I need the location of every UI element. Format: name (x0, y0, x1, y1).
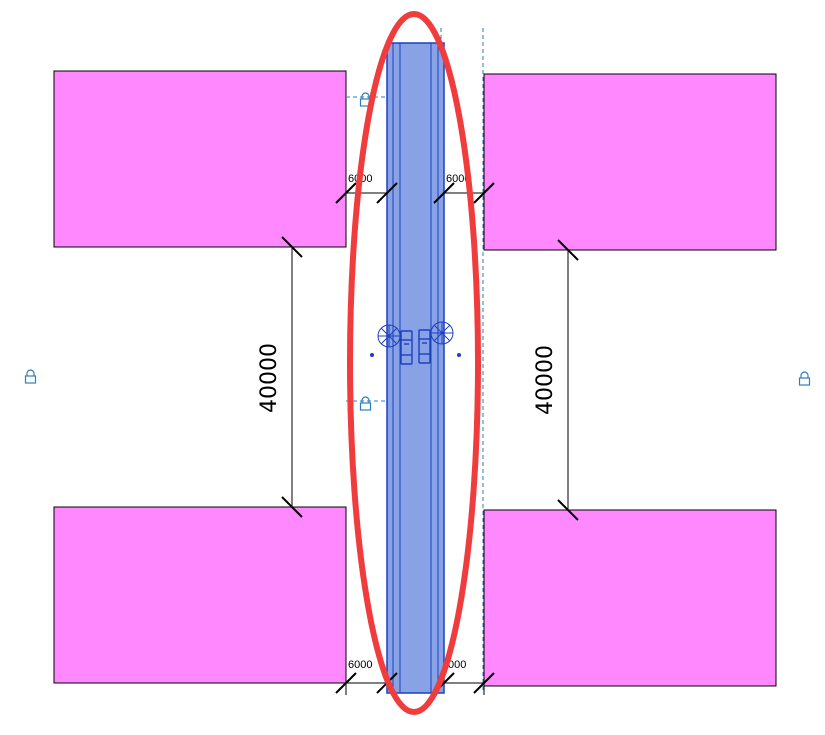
dimension-label-right: 40000 (533, 345, 558, 415)
dimension-label-bottom-right: 000 (448, 659, 466, 671)
building-bottom-right[interactable] (483, 509, 777, 687)
building-top-right[interactable] (483, 73, 777, 251)
car-icon (400, 330, 413, 365)
dimension-right-vertical[interactable] (557, 239, 579, 521)
dimension-top-right-gap[interactable] (433, 182, 495, 204)
lock-icon[interactable] (359, 396, 372, 411)
tree-icon (377, 324, 401, 348)
lock-icon[interactable] (24, 369, 37, 384)
dimension-label-left: 40000 (257, 343, 282, 413)
building-top-left[interactable] (53, 70, 347, 248)
dimension-label-bottom-left: 6000 (348, 659, 372, 671)
tree-icon (430, 321, 454, 345)
point-marker (457, 353, 461, 357)
dimension-left-vertical[interactable] (281, 236, 303, 518)
car-icon (418, 329, 431, 364)
building-bottom-left[interactable] (53, 506, 347, 684)
reference-lines (346, 28, 484, 690)
point-marker (370, 353, 374, 357)
dimension-label-top-right: 6000 (446, 173, 470, 185)
highlight-ellipse (347, 11, 481, 715)
road-element[interactable] (386, 42, 445, 694)
lock-icon[interactable] (798, 371, 811, 386)
dimension-top-left-gap[interactable] (335, 182, 398, 204)
